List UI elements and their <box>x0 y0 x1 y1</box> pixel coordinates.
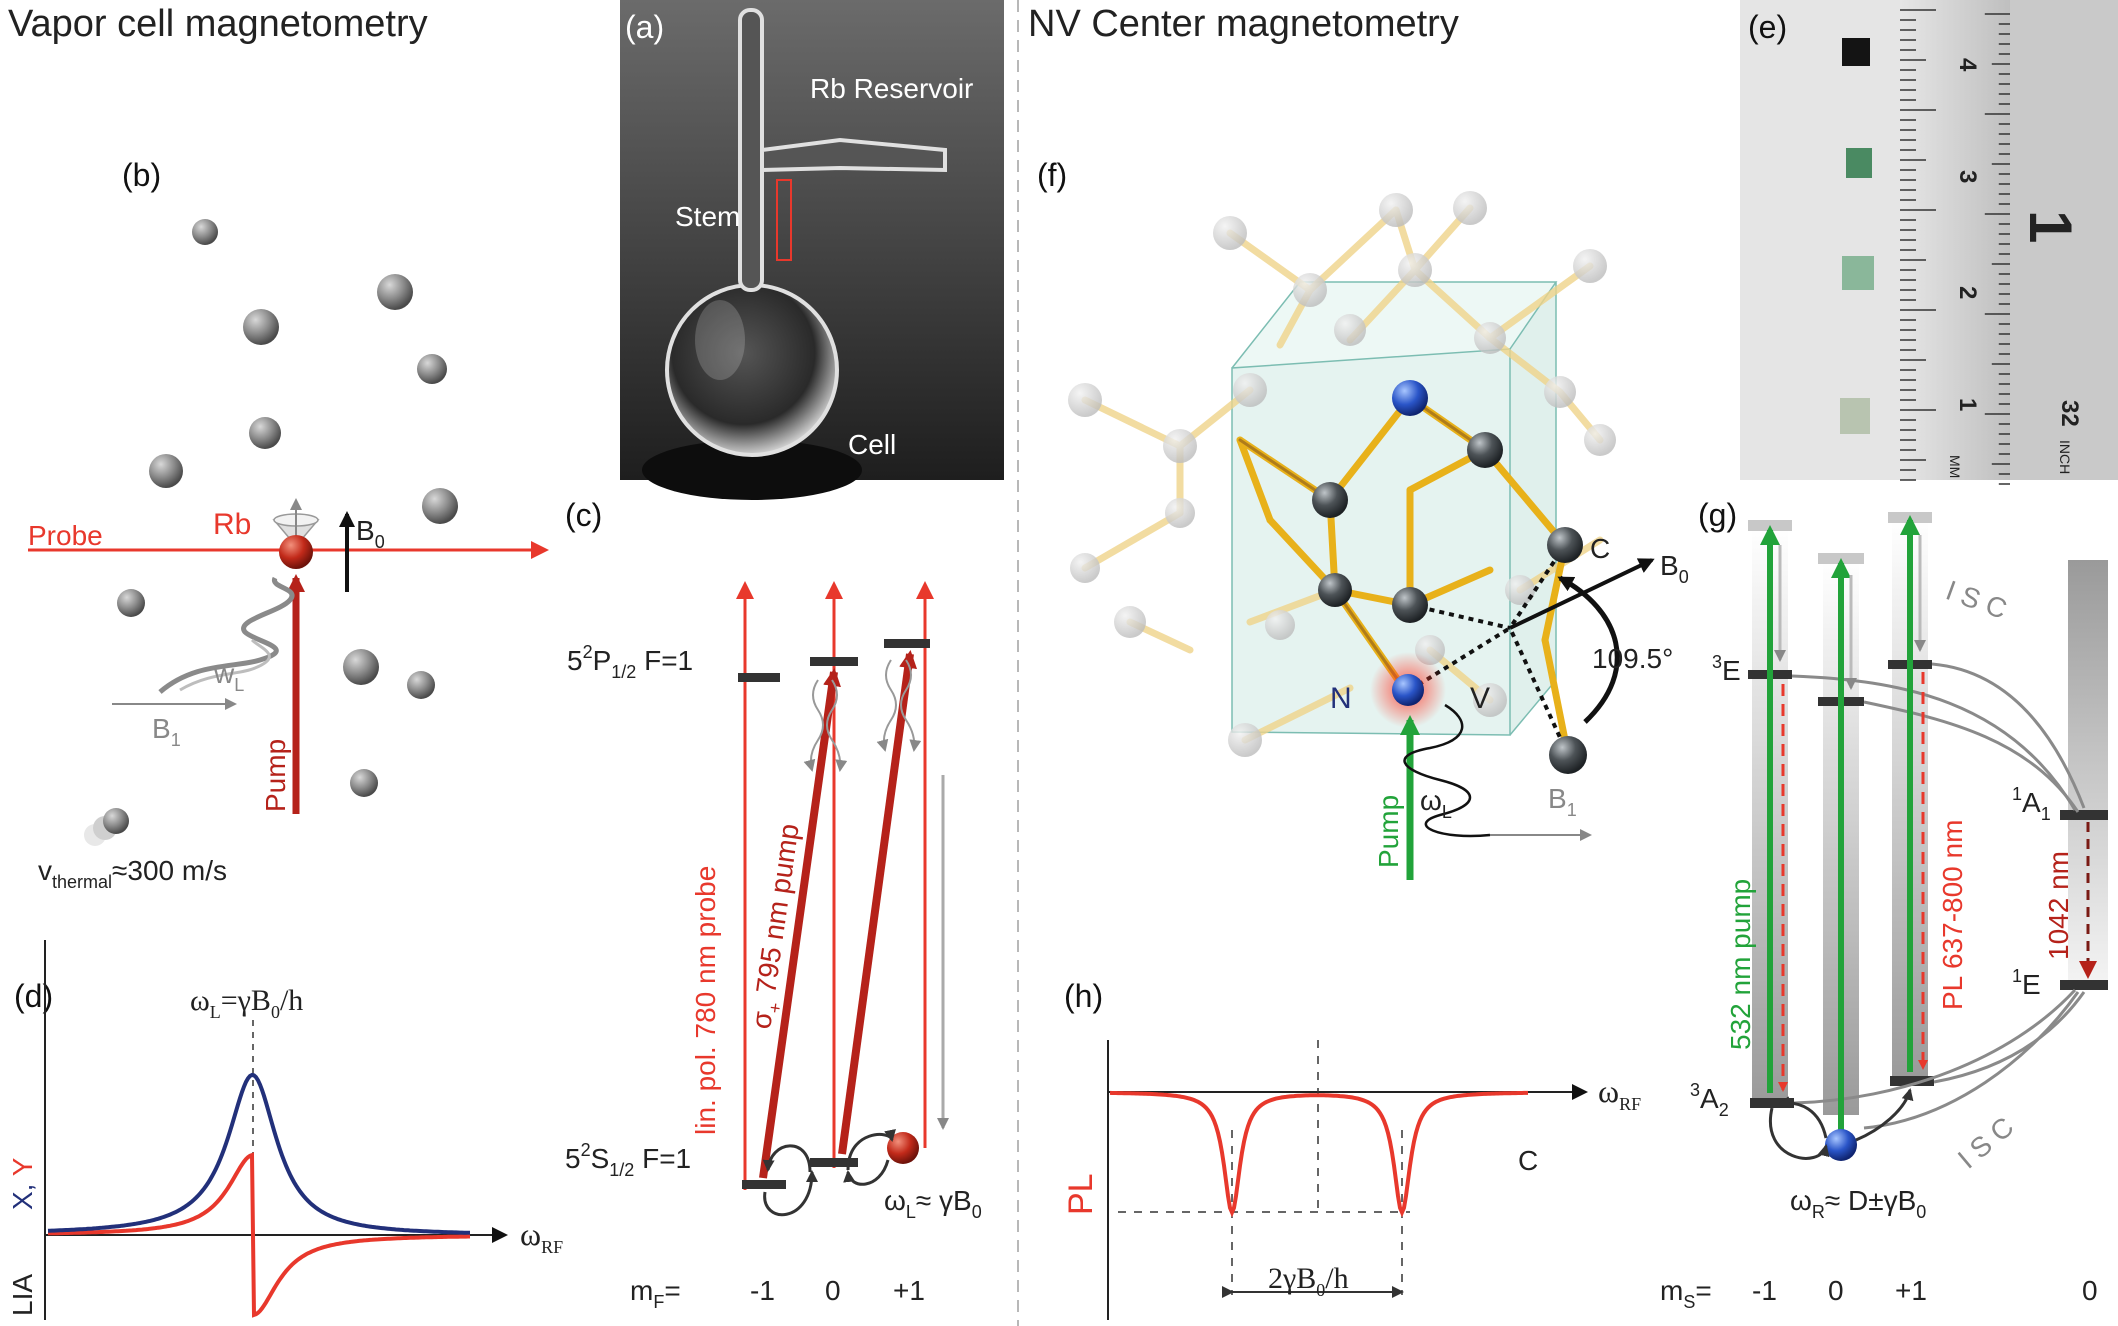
nv-isc-top: I S C <box>1942 575 2011 625</box>
b1-label: B1 <box>152 713 181 750</box>
nv-angle-label: 109.5° <box>1592 643 1673 674</box>
title-nv-center: NV Center magnetometry <box>1028 3 1459 45</box>
thermal-velocity-label: vthermal≈300 m/s <box>38 855 227 892</box>
odmr-c-label: C <box>1518 1145 1538 1176</box>
odmr-x-axis-label: ωRF <box>1598 1073 1641 1114</box>
rf-wave-b1 <box>158 576 295 694</box>
photo-label-cell: Cell <box>848 429 896 460</box>
lia-x-axis-label: ωRF <box>520 1216 563 1257</box>
ms-value-0: 0 <box>1828 1275 1844 1306</box>
lia-xy-label: X, Y <box>7 1157 38 1210</box>
ruler-mm: MM <box>1947 455 1963 478</box>
ruler-inch-32: 32 <box>2056 400 2083 427</box>
rb-label: Rb <box>213 508 251 541</box>
b0-label: B0 <box>356 515 385 552</box>
nv-3e-label: 3E <box>1712 652 1741 686</box>
photo-label-reservoir: Rb Reservoir <box>810 73 973 104</box>
mf-value-0: 0 <box>825 1275 841 1306</box>
vapor-cell-photo: (a) Rb Reservoir Stem Cell <box>620 0 1004 500</box>
photo-label-panel-a: (a) <box>625 9 664 45</box>
ruler-one: 1 <box>2017 210 2084 243</box>
level-5p: 52P1/2 F=1 <box>567 642 693 682</box>
ms-label: mS= <box>1660 1275 1712 1312</box>
nv-pump-532-label: 532 nm pump <box>1725 879 1756 1050</box>
nv-c-label: C <box>1590 533 1610 564</box>
nv-1a1-label: 1A1 <box>2012 784 2051 824</box>
nv-isc-bottom: I S C <box>1952 1111 2020 1175</box>
nv-b0-label: B0 <box>1660 550 1689 587</box>
level-5s: 52S1/2 F=1 <box>565 1140 691 1180</box>
vapor-atoms <box>84 219 458 846</box>
pump-label: Pump <box>260 739 291 812</box>
panel-label-e: (e) <box>1748 9 1787 45</box>
ruler-inch: INCH <box>2057 440 2073 474</box>
mf-value-p1: +1 <box>893 1275 925 1306</box>
nv-v-label: V <box>1470 682 1490 715</box>
panel-label-c: (c) <box>565 497 602 533</box>
panel-label-g: (g) <box>1698 497 1737 533</box>
panel-label-h: (h) <box>1064 978 1103 1014</box>
lia-axis-label: LIA <box>7 1274 38 1316</box>
mf-value-m1: -1 <box>750 1275 775 1306</box>
ruler-mark-3: 3 <box>1954 170 1981 183</box>
larmor-label-c: ωL≈ γB0 <box>884 1185 982 1222</box>
nv-wl-label: ωL <box>1420 785 1452 822</box>
spin-cone <box>272 498 320 548</box>
mf-label: mF= <box>630 1275 681 1312</box>
nv-wr-label: ωR≈ D±γB0 <box>1790 1185 1926 1222</box>
lia-plot <box>44 940 508 1320</box>
rb-atom <box>279 535 313 569</box>
odmr-splitting-label: 2γB0/h <box>1268 1262 1349 1300</box>
nv-b1-label: B1 <box>1548 783 1577 820</box>
ruler-mark-2: 2 <box>1954 286 1981 299</box>
nv-pump-label: Pump <box>1373 795 1404 868</box>
probe-780-label: lin. pol. 780 nm probe <box>690 866 721 1135</box>
nv-1042-label: 1042 nm <box>2043 851 2074 960</box>
panel-label-d: (d) <box>14 978 53 1014</box>
probe-label: Probe <box>28 520 103 551</box>
title-vapor-cell: Vapor cell magnetometry <box>8 3 428 45</box>
odmr-plot <box>1107 1040 1588 1320</box>
lia-formula: ωL=γB0/h <box>190 984 303 1022</box>
nv-pl-label: PL 637-800 nm <box>1937 820 1968 1010</box>
ms-value-p1: +1 <box>1895 1275 1927 1306</box>
photo-label-stem: Stem <box>675 201 740 232</box>
diamond-lattice <box>1068 191 1655 880</box>
nv-level-diagram <box>1748 512 2108 1161</box>
ms-value-m1: -1 <box>1752 1275 1777 1306</box>
ruler-mark-1: 1 <box>1954 398 1981 411</box>
nv-3a2-label: 3A2 <box>1690 1080 1729 1120</box>
diamond-samples-photo: 1 2 3 4 MM INCH 32 1 (e) <box>1740 0 2118 485</box>
odmr-pl-label: PL <box>1062 1173 1100 1215</box>
panel-label-f: (f) <box>1037 157 1067 193</box>
nv-1e-label: 1E <box>2012 966 2041 1000</box>
panel-label-b: (b) <box>122 157 161 193</box>
ruler-mark-4: 4 <box>1954 58 1981 72</box>
ms-value-singlet: 0 <box>2082 1275 2098 1306</box>
nv-n-label: N <box>1330 682 1352 715</box>
wl-label-b: wL <box>213 658 244 695</box>
rb-level-diagram <box>736 581 949 1217</box>
